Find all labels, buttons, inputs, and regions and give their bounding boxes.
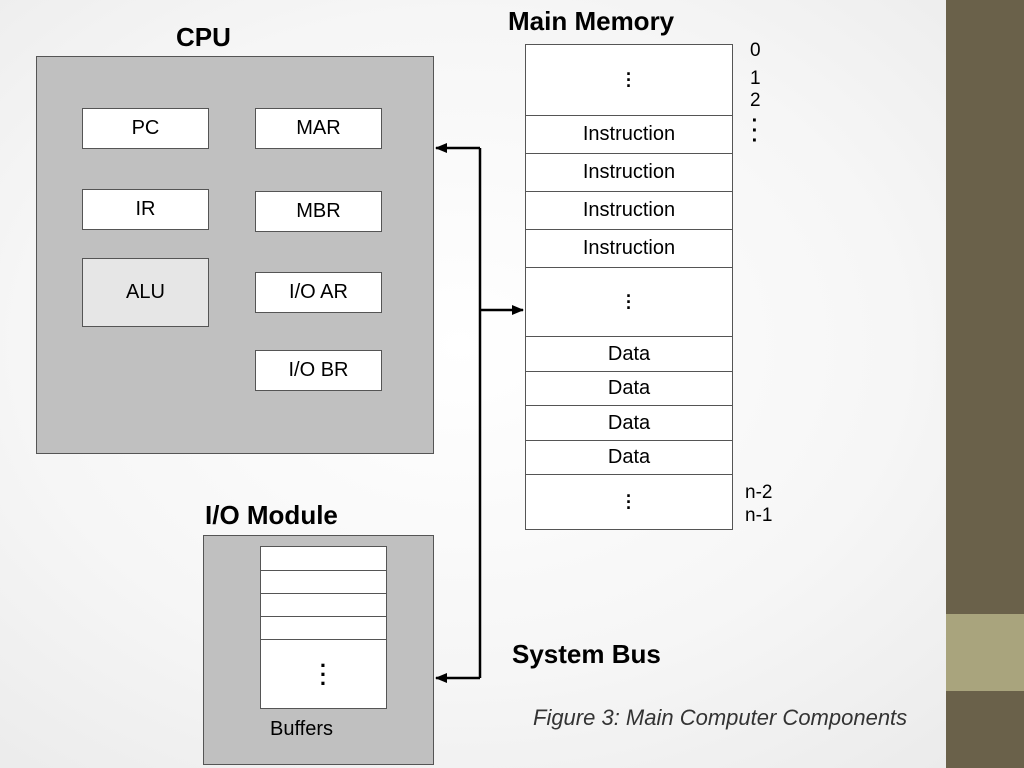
ir-register: IR xyxy=(82,189,209,230)
memory-data-cell: Data xyxy=(526,336,732,371)
buffers-label: Buffers xyxy=(270,718,333,740)
mbr-register: MBR xyxy=(255,191,382,232)
address-n-1: n-1 xyxy=(745,505,773,526)
memory-instruction-cell: Instruction xyxy=(526,115,732,153)
main-memory-block: ··· Instruction Instruction Instruction … xyxy=(525,44,733,530)
memory-instruction-cell: Instruction xyxy=(526,229,732,267)
io-module-heading: I/O Module xyxy=(205,500,338,530)
address-0: 0 xyxy=(750,40,761,61)
sidebar-decoration-middle xyxy=(946,614,1024,691)
memory-data-cell: Data xyxy=(526,405,732,440)
vertical-ellipsis-icon: ··· xyxy=(319,652,328,696)
io-br-register: I/O BR xyxy=(255,350,382,391)
sidebar-decoration-bottom xyxy=(946,691,1024,768)
io-ar-register: I/O AR xyxy=(255,272,382,313)
main-memory-heading: Main Memory xyxy=(508,6,675,36)
memory-ellipsis-cell: ··· xyxy=(526,45,732,115)
memory-data-cell: Data xyxy=(526,371,732,405)
buffer-slot xyxy=(261,570,386,593)
address-2: 2 xyxy=(750,90,761,111)
mar-register: MAR xyxy=(255,108,382,149)
sidebar-decoration-top xyxy=(946,0,1024,614)
address-n-2: n-2 xyxy=(745,482,773,503)
memory-instruction-cell: Instruction xyxy=(526,191,732,229)
figure-caption: Figure 3: Main Computer Components xyxy=(533,705,908,730)
vertical-ellipsis-icon: ··· xyxy=(626,286,632,318)
buffer-slot xyxy=(261,593,386,616)
alu-unit: ALU xyxy=(82,258,209,327)
pc-register: PC xyxy=(82,108,209,149)
memory-ellipsis-cell: ··· xyxy=(526,474,732,529)
vertical-ellipsis-icon: ··· xyxy=(626,64,632,96)
system-bus-heading: System Bus xyxy=(512,639,661,669)
cpu-heading: CPU xyxy=(176,22,231,52)
address-ellipsis-icon: ··· xyxy=(751,110,759,152)
memory-data-cell: Data xyxy=(526,440,732,474)
vertical-ellipsis-icon: ··· xyxy=(626,486,632,518)
memory-instruction-cell: Instruction xyxy=(526,153,732,191)
buffer-slot xyxy=(261,616,386,639)
io-buffers: ··· xyxy=(260,546,387,709)
memory-ellipsis-cell: ··· xyxy=(526,267,732,336)
address-1: 1 xyxy=(750,68,761,89)
buffer-ellipsis-cell: ··· xyxy=(261,639,386,708)
